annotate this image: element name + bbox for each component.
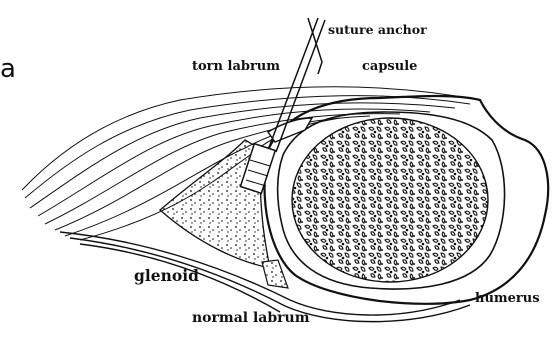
label-capsule: capsule [362, 60, 417, 73]
label-glenoid: glenoid [134, 268, 199, 284]
label-normal-labrum: normal labrum [192, 311, 310, 325]
label-torn-labrum: torn labrum [192, 60, 280, 73]
humerus-cancellous [292, 118, 488, 282]
label-humerus: humerus [475, 292, 540, 305]
panel-letter: a [0, 56, 16, 82]
label-suture-anchor: suture anchor [328, 24, 427, 37]
